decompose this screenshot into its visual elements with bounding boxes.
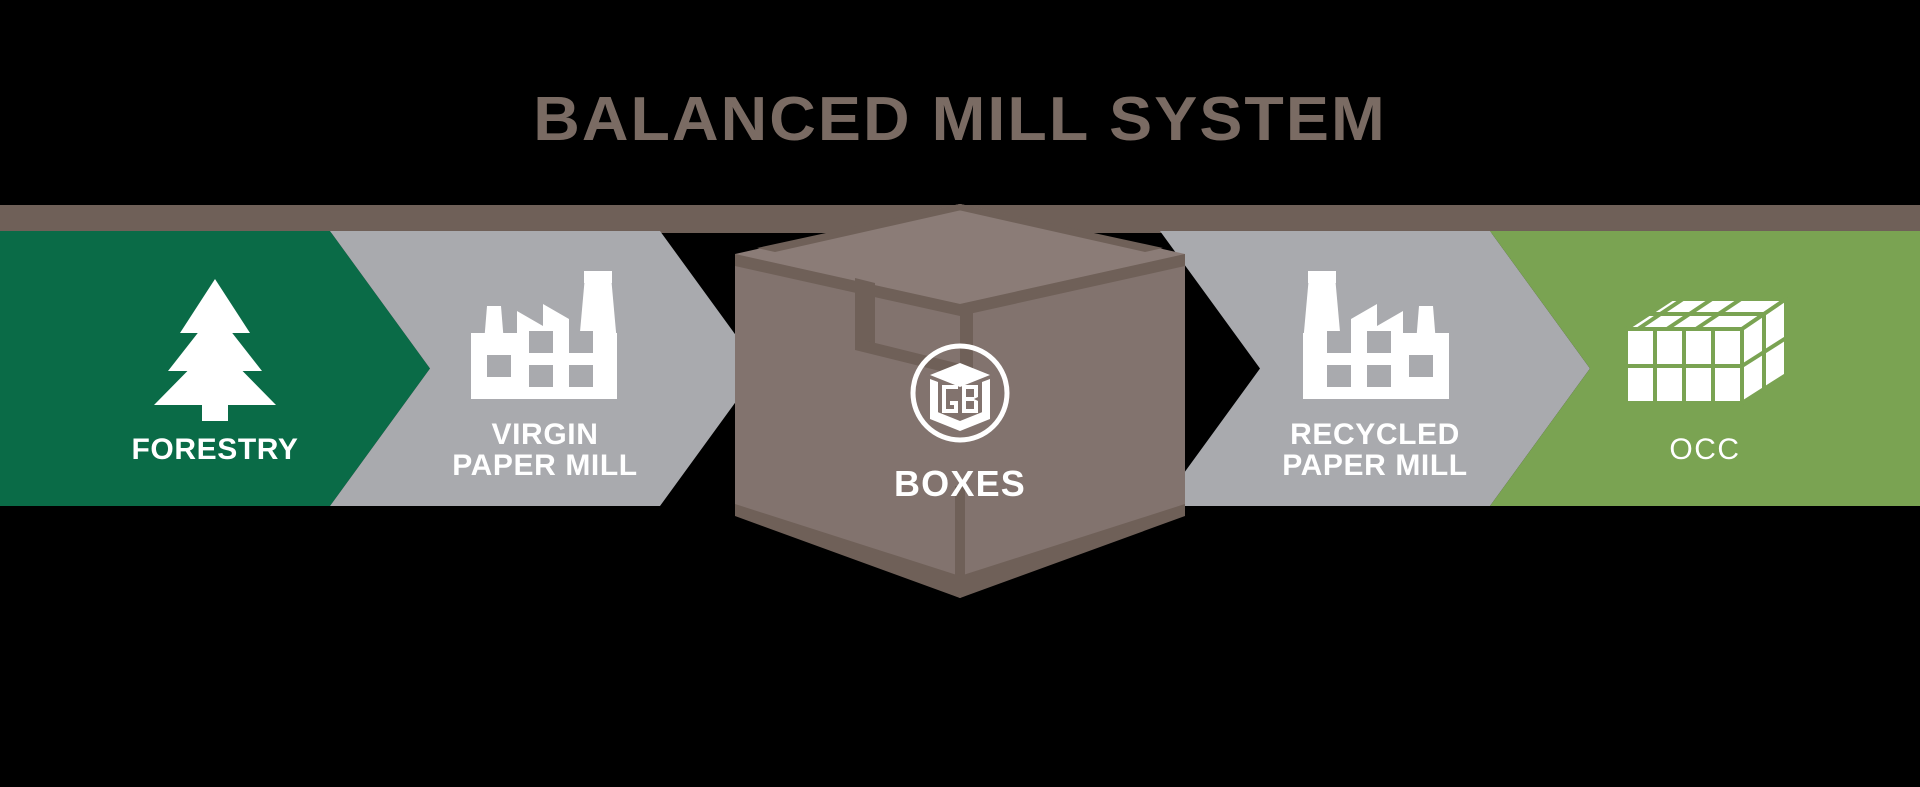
center-box-content: BOXES: [735, 186, 1185, 598]
flow-panel-forestry[interactable]: FORESTRY: [0, 231, 430, 506]
flow-panel-label-forestry: FORESTRY: [131, 433, 299, 467]
flow-panel-label-virgin-paper-mill: VIRGIN PAPER MILL: [452, 417, 638, 482]
flow-strip: FORESTRY: [0, 231, 1920, 506]
factory-mirrored-icon: [1295, 256, 1455, 406]
factory-icon: [465, 256, 625, 406]
flow-panel-virgin-paper-mill[interactable]: VIRGIN PAPER MILL: [330, 231, 760, 506]
flow-panel-label-occ: OCC: [1669, 433, 1741, 467]
page-title: BALANCED MILL SYSTEM: [533, 85, 1387, 154]
center-box[interactable]: BOXES: [735, 186, 1185, 598]
pine-tree-icon: [150, 271, 280, 422]
cardboard-bale-icon: [1620, 271, 1790, 421]
center-box-label: BOXES: [893, 463, 1027, 504]
flow-panel-label-recycled-paper-mill: RECYCLED PAPER MILL: [1282, 417, 1468, 482]
gb-cube-logo-icon: [910, 343, 1010, 443]
